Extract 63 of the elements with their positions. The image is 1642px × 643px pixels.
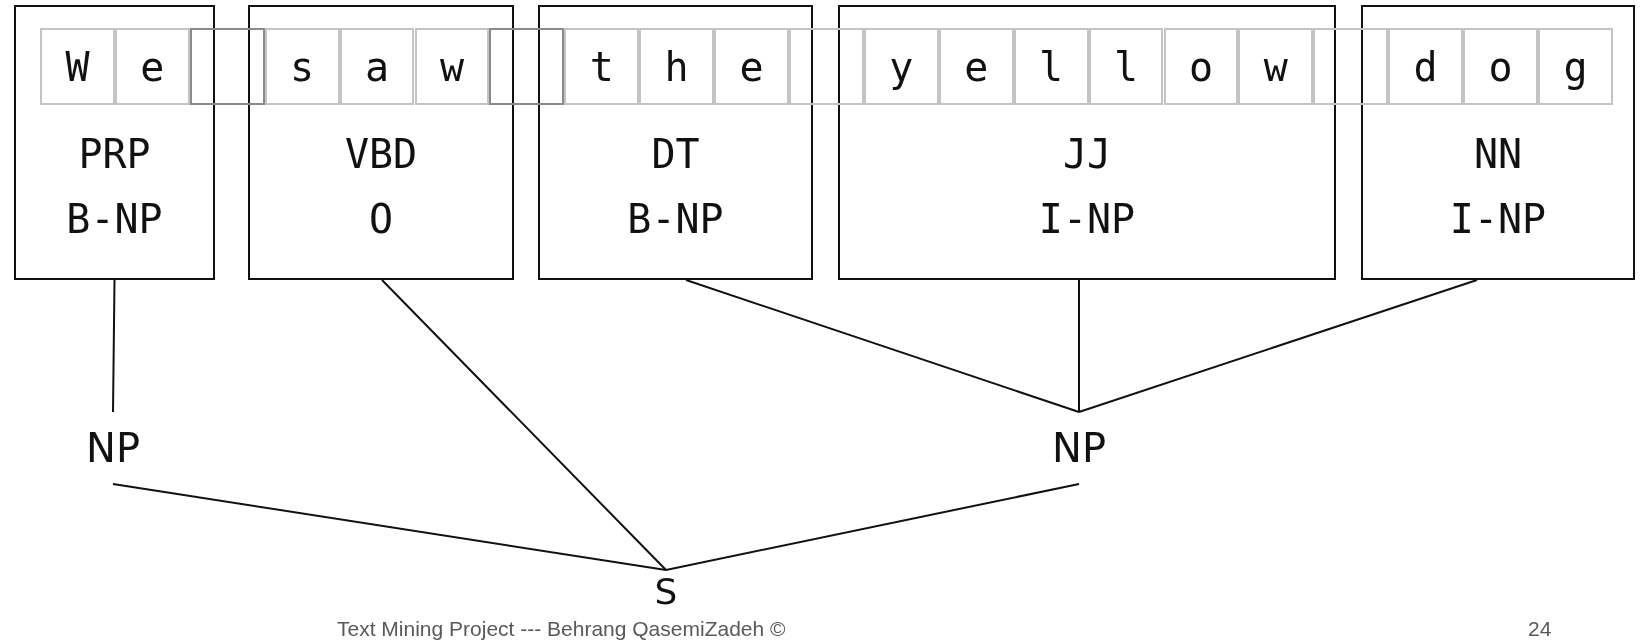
character-cell — [714, 28, 789, 105]
character: s — [290, 46, 315, 87]
character: l — [1039, 46, 1064, 87]
character: a — [365, 46, 390, 87]
character: w — [439, 46, 464, 87]
tree-branch-line — [112, 483, 667, 571]
character-cell — [1013, 28, 1089, 105]
character: d — [1413, 46, 1438, 87]
character-cell — [1238, 28, 1314, 105]
word-box — [538, 5, 813, 280]
space-cell — [189, 28, 265, 105]
character-cell — [339, 28, 415, 105]
character-cell — [1163, 28, 1239, 105]
pos-tag: PRP — [78, 134, 151, 174]
character: W — [65, 46, 90, 87]
character-cell — [938, 28, 1014, 105]
chunk-tag: I-NP — [1038, 199, 1136, 239]
page-number: 24 — [1528, 617, 1552, 641]
character-cell — [863, 28, 939, 105]
tree-branch-line — [665, 483, 1080, 571]
chunk-tag: I-NP — [1449, 199, 1547, 239]
chunk-tag: O — [368, 199, 394, 239]
character-cell — [114, 28, 190, 105]
character-cell — [564, 28, 640, 105]
character-cell — [1388, 28, 1464, 105]
tree-branch-line — [1078, 279, 1080, 413]
space-cell — [1313, 28, 1389, 105]
tree-branch-line — [381, 279, 667, 571]
space-cell — [489, 28, 565, 105]
phrase-label: NP — [1051, 428, 1106, 468]
phrase-label: S — [654, 574, 678, 610]
character: o — [1488, 46, 1513, 87]
character-cell — [1538, 28, 1613, 105]
chunk-tag: B-NP — [66, 199, 163, 239]
character: e — [140, 46, 165, 87]
tree-branch-line — [685, 279, 1080, 413]
character: t — [589, 46, 614, 87]
pos-tag: VBD — [344, 134, 418, 174]
word-box — [14, 5, 215, 280]
pos-tag: JJ — [1062, 134, 1112, 174]
space-cell — [789, 28, 864, 105]
word-box — [1361, 5, 1635, 280]
character: h — [664, 46, 689, 87]
phrase-label: NP — [85, 428, 140, 468]
word-box — [838, 5, 1336, 280]
character: w — [1263, 46, 1288, 87]
footer-text: Text Mining Project --- Behrang QasemiZadeh © — [337, 617, 786, 641]
character-cell — [414, 28, 490, 105]
word-box — [248, 5, 514, 280]
character-cell — [264, 28, 340, 105]
character-cell — [639, 28, 715, 105]
pos-tag: DT — [651, 134, 700, 174]
character: e — [739, 46, 764, 87]
character: o — [1188, 46, 1213, 87]
character-cell — [40, 28, 115, 105]
character-cell — [1088, 28, 1164, 105]
character-cell — [1463, 28, 1538, 105]
chunk-tag: B-NP — [627, 199, 724, 239]
character: l — [1114, 46, 1139, 87]
character: e — [964, 46, 989, 87]
tree-branch-line — [112, 279, 116, 413]
tree-branch-line — [1078, 279, 1478, 413]
pos-tag: NN — [1473, 134, 1523, 174]
